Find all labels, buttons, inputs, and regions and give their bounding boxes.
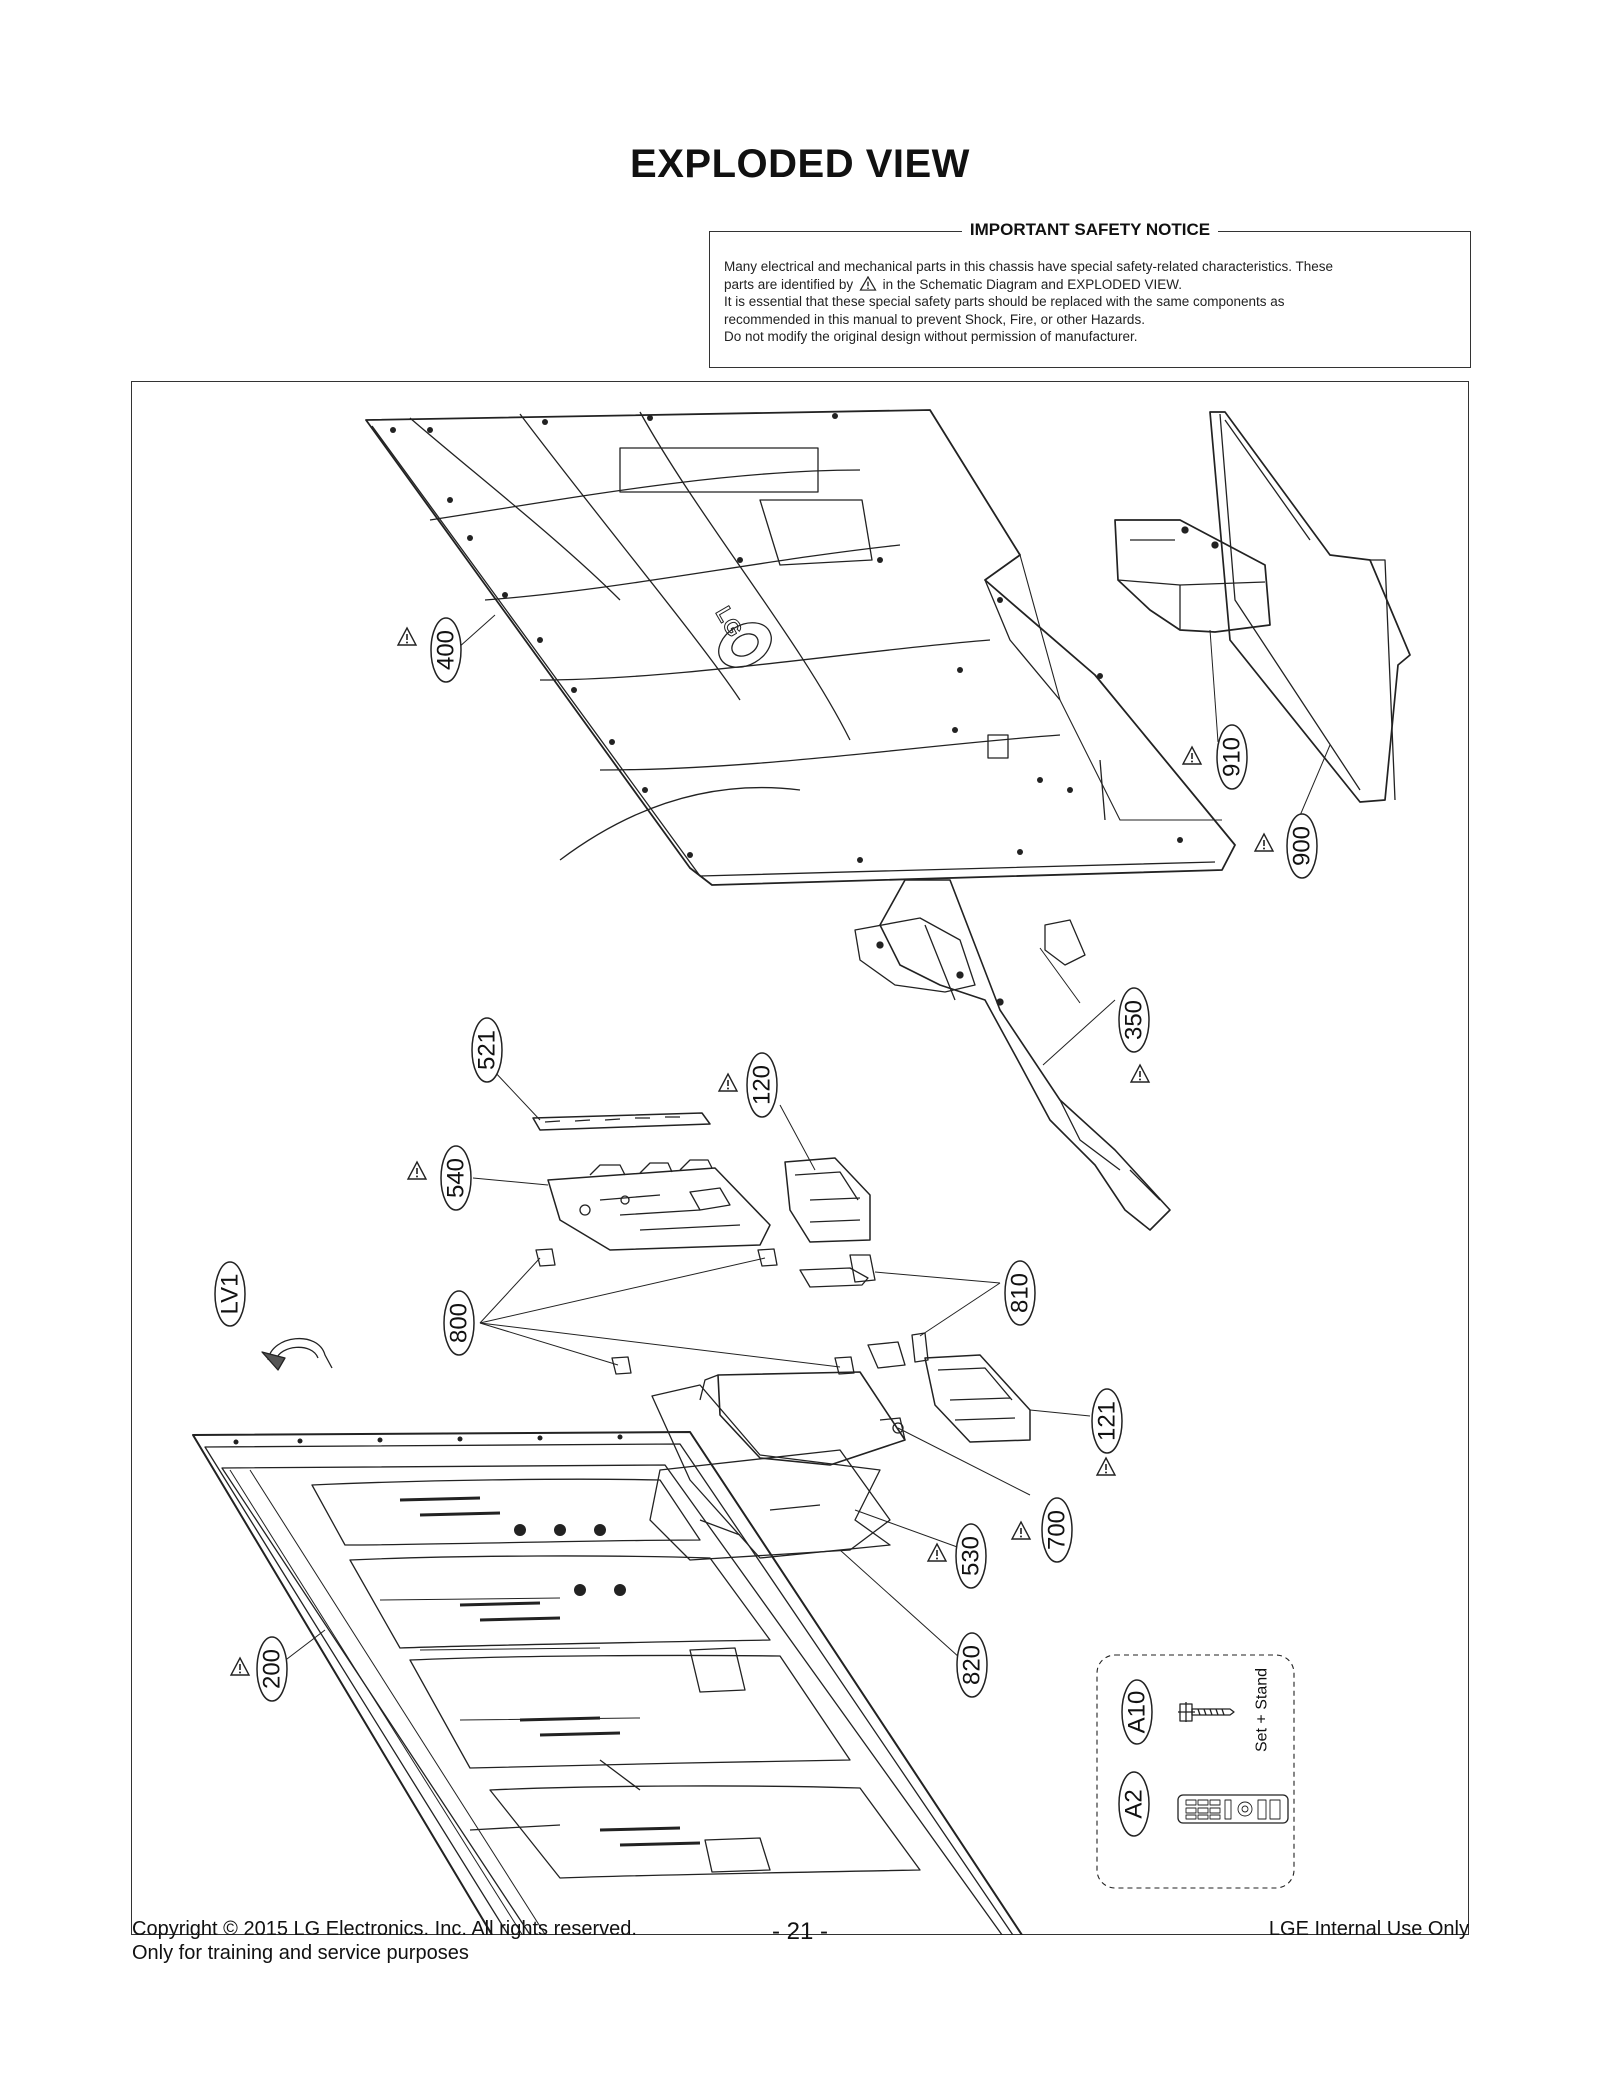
- warning-triangle-icon: [859, 275, 877, 291]
- svg-text:810: 810: [1007, 1273, 1034, 1313]
- screw-A10: [1178, 1702, 1235, 1722]
- footer-internal-use: LGE Internal Use Only: [1268, 1918, 1469, 1940]
- svg-text:700: 700: [1044, 1510, 1071, 1550]
- stand-900: [1209, 411, 1411, 803]
- callout-121: 121: [1091, 1388, 1123, 1476]
- callout-120: 120: [718, 1052, 778, 1118]
- exploded-view-diagram: LG: [192, 409, 1411, 1935]
- callout-A10: A10: [1121, 1679, 1153, 1745]
- svg-text:120: 120: [749, 1065, 776, 1105]
- svg-text:LV1: LV1: [217, 1274, 244, 1315]
- notice-line-2: parts are identified by in the Schematic…: [724, 275, 1182, 292]
- module-frame-200: [192, 1431, 1024, 1935]
- svg-text:521: 521: [474, 1030, 501, 1070]
- callout-810: 810: [1004, 1260, 1036, 1326]
- svg-text:800: 800: [446, 1303, 473, 1343]
- callout-700: 700: [1011, 1497, 1073, 1563]
- svg-text:900: 900: [1289, 826, 1316, 866]
- callout-LV1: LV1: [214, 1261, 246, 1327]
- accessories-box: [1096, 1654, 1295, 1889]
- page-title: EXPLODED VIEW: [630, 142, 970, 186]
- a10-set-stand-label: Set + Stand: [1254, 1668, 1271, 1752]
- notice-line-3: It is essential that these special safet…: [724, 294, 1285, 309]
- svg-text:910: 910: [1219, 737, 1246, 777]
- leader-lines: [282, 614, 1331, 1663]
- terminal-120: [784, 1157, 871, 1243]
- svg-text:A10: A10: [1124, 1691, 1151, 1734]
- callout-900: 900: [1254, 813, 1318, 879]
- svg-text:540: 540: [443, 1158, 470, 1198]
- part-810-group: [799, 1254, 929, 1369]
- notice-line-1: Many electrical and mechanical parts in …: [724, 259, 1334, 274]
- safety-notice-body: Many electrical and mechanical parts in …: [724, 258, 1456, 346]
- shield-530: [651, 1384, 891, 1559]
- callout-910: 910: [1182, 724, 1248, 790]
- back-cover-400: LG: [365, 409, 1236, 886]
- callout-400: 400: [397, 617, 462, 683]
- main-board-540: [547, 1159, 771, 1251]
- callout-530: 530: [927, 1523, 987, 1589]
- footer-purpose: Only for training and service purposes: [132, 1942, 469, 1964]
- page-number: - 21 -: [771, 1918, 828, 1945]
- remote-control-A2: [1177, 1794, 1289, 1824]
- safety-notice-box: IMPORTANT SAFETY NOTICE Many electrical …: [709, 220, 1471, 368]
- svg-text:350: 350: [1121, 1000, 1148, 1040]
- power-board-700: [699, 1371, 906, 1466]
- svg-text:121: 121: [1094, 1401, 1121, 1441]
- clips-800: [535, 1248, 855, 1375]
- footer-copyright: Copyright © 2015 LG Electronics. Inc. Al…: [132, 1918, 637, 1940]
- part-521-strip: [532, 1112, 711, 1131]
- notice-line-4: recommended in this manual to prevent Sh…: [724, 311, 1145, 327]
- diagram-frame: [131, 381, 1469, 1935]
- callout-200: 200: [230, 1636, 288, 1702]
- svg-text:530: 530: [958, 1536, 985, 1576]
- svg-text:200: 200: [259, 1649, 286, 1689]
- stand-bracket-350: [854, 879, 1171, 1231]
- callout-521: 521: [471, 1017, 503, 1083]
- terminal-121: [924, 1354, 1031, 1443]
- svg-text:400: 400: [433, 630, 460, 670]
- notice-line-5: Do not modify the original design withou…: [724, 329, 1138, 344]
- callout-A2: A2: [1118, 1771, 1150, 1837]
- cable-LV1: [261, 1338, 333, 1371]
- callout-350: 350: [1118, 987, 1150, 1083]
- svg-text:A2: A2: [1121, 1789, 1148, 1818]
- callout-800: 800: [443, 1290, 475, 1356]
- svg-text:820: 820: [959, 1645, 986, 1685]
- safety-notice-title: IMPORTANT SAFETY NOTICE: [961, 220, 1219, 239]
- stand-body-910: [1114, 519, 1271, 633]
- callout-540: 540: [407, 1145, 472, 1211]
- callout-820: 820: [956, 1632, 988, 1698]
- footer-copyright-block: Copyright © 2015 LG Electronics. Inc. Al…: [132, 1917, 637, 1965]
